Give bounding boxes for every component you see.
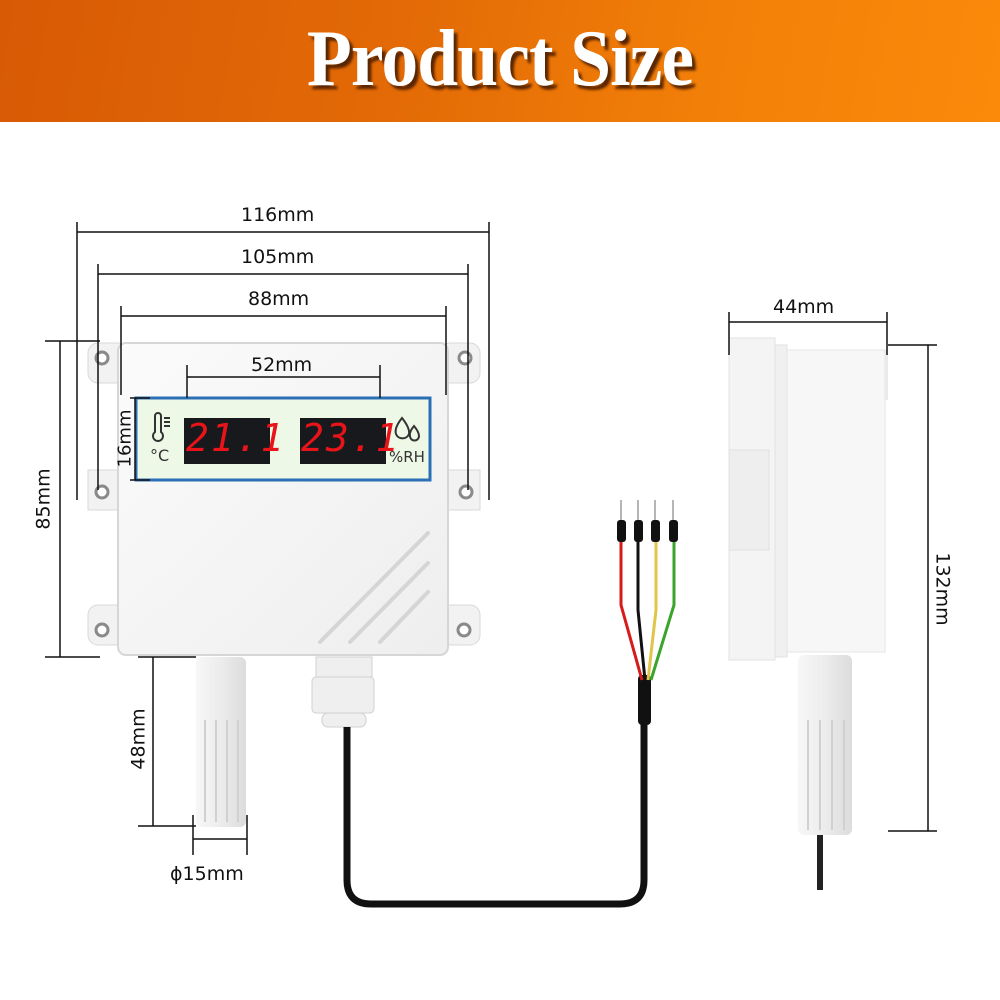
temperature-unit: °C — [150, 446, 170, 465]
cable-gland — [311, 656, 375, 728]
humidity-reading: 23.1 — [301, 416, 401, 460]
side-view — [728, 337, 888, 890]
title-banner: Product Size — [0, 0, 1000, 122]
wire-ferrules — [617, 520, 678, 542]
dim-display-height: 16mm — [114, 409, 136, 468]
sensor-probe — [196, 657, 246, 827]
dim-body-width: 88mm — [248, 288, 310, 310]
dim-probe-length: 48mm — [127, 708, 150, 770]
vent-grooves — [318, 531, 430, 644]
dim-body-height: 85mm — [32, 468, 55, 530]
dim-hole-spacing-width: 105mm — [241, 246, 315, 268]
temperature-reading: 21.1 — [186, 416, 286, 460]
humidity-display — [300, 418, 386, 464]
cable — [343, 678, 648, 908]
wires — [619, 540, 676, 681]
dim-probe-diameter: ϕ15mm — [170, 863, 244, 885]
dimension-lines — [45, 222, 937, 855]
temperature-display — [184, 418, 270, 464]
humidity-unit: %RH — [389, 448, 425, 466]
dim-overall-width: 116mm — [241, 204, 315, 226]
water-drops-icon — [394, 416, 421, 442]
banner-title: Product Size — [306, 15, 694, 103]
dim-total-height: 132mm — [931, 552, 954, 626]
thermometer-icon — [152, 412, 170, 442]
enclosure-body — [117, 342, 449, 656]
dim-display-width: 52mm — [251, 354, 313, 376]
dim-side-depth: 44mm — [773, 296, 835, 318]
